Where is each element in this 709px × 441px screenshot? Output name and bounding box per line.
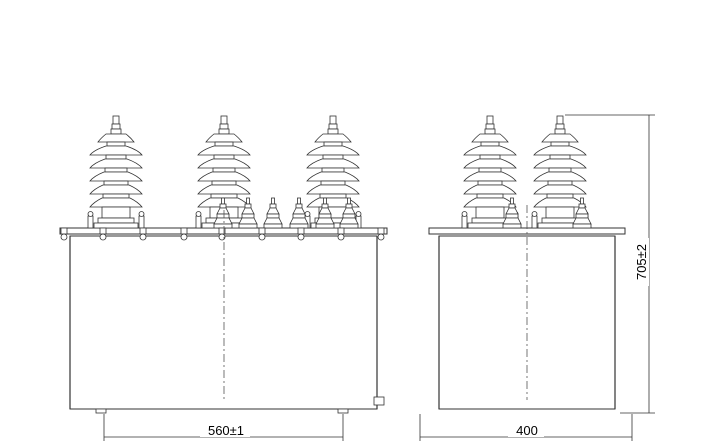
side-width-label: 400 [516, 423, 538, 438]
front-hv-bushing-left [87, 115, 145, 229]
side-view: 705±2 400 [419, 114, 655, 441]
front-lv-terminal-3 [263, 197, 283, 229]
front-width-label: 560±1 [208, 423, 244, 438]
front-view: 560±1 [59, 115, 388, 441]
side-height-label: 705±2 [634, 244, 649, 280]
front-tank-body [69, 235, 378, 410]
